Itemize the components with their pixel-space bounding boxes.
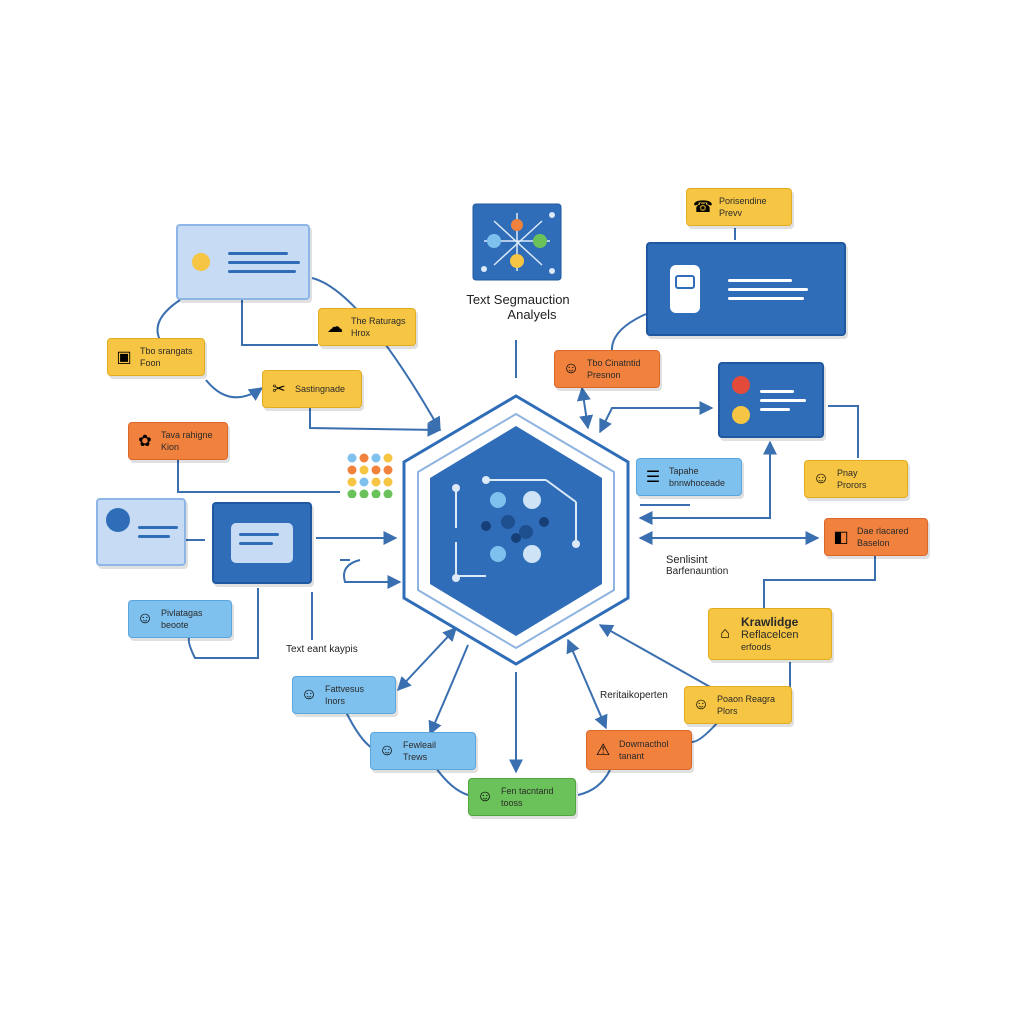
box-icon: ▣	[116, 349, 132, 366]
central-hub	[402, 394, 630, 666]
diagram-title: Text Segmauction Analyels	[466, 292, 570, 322]
connector	[610, 313, 647, 353]
connector	[156, 299, 181, 341]
connector	[599, 401, 714, 434]
connector	[397, 626, 457, 692]
connector	[598, 624, 713, 689]
smile-emoji-icon: ☺	[692, 696, 710, 713]
robot-icon	[670, 265, 700, 313]
smile-emoji-icon: ☺	[812, 470, 830, 487]
message-card	[176, 224, 310, 300]
chat-bubble-icon: ◧	[833, 529, 849, 546]
warning-icon: ⚠	[595, 742, 611, 759]
building-icon: ⌂	[720, 625, 730, 642]
phone-icon: ☎	[693, 199, 713, 216]
smile-emoji-icon	[192, 253, 210, 271]
smile-emoji-icon: ☺	[378, 742, 396, 759]
color-palette-icon	[347, 453, 393, 498]
smile-emoji-icon: ☺	[476, 788, 494, 805]
node-left-b: ✂ Sastingnade	[262, 370, 362, 408]
connector	[763, 556, 876, 608]
network-graph-icon	[472, 203, 562, 281]
connector	[576, 386, 594, 430]
connector	[177, 460, 340, 493]
connector	[828, 405, 859, 458]
robot-card	[646, 242, 846, 336]
tool-icon: ✂	[272, 381, 286, 398]
chat-window-card	[212, 502, 312, 584]
bottom-right-label: Reritaikoperten	[600, 690, 668, 701]
connector	[638, 440, 777, 525]
smile-emoji-icon: ☺	[562, 360, 580, 377]
smile-emoji-icon: ☺	[136, 610, 154, 627]
connector	[435, 767, 469, 796]
list-icon: ☰	[645, 469, 661, 486]
connector	[205, 379, 264, 401]
connector	[577, 769, 611, 796]
sticker-icon: ✿	[138, 433, 152, 450]
status-dot-icon	[732, 406, 750, 424]
smile-emoji-icon: ☺	[300, 686, 318, 703]
connector	[241, 300, 318, 346]
status-dot-icon	[732, 376, 750, 394]
chat-card	[96, 498, 186, 566]
connector	[343, 559, 402, 589]
status-card	[718, 362, 824, 438]
text-label: Text eant kaypis	[286, 644, 358, 655]
chat-bubble-icon	[231, 523, 293, 563]
connector	[566, 638, 608, 730]
network-hex-icon	[430, 426, 602, 636]
connector	[309, 408, 442, 437]
sentiment-label: Senlisint Barfenauntion	[666, 554, 729, 577]
connector	[345, 711, 373, 749]
chat-bubble-icon	[106, 508, 130, 532]
connector	[691, 721, 719, 743]
cloud-icon: ☁	[327, 319, 343, 336]
connector	[428, 644, 469, 736]
